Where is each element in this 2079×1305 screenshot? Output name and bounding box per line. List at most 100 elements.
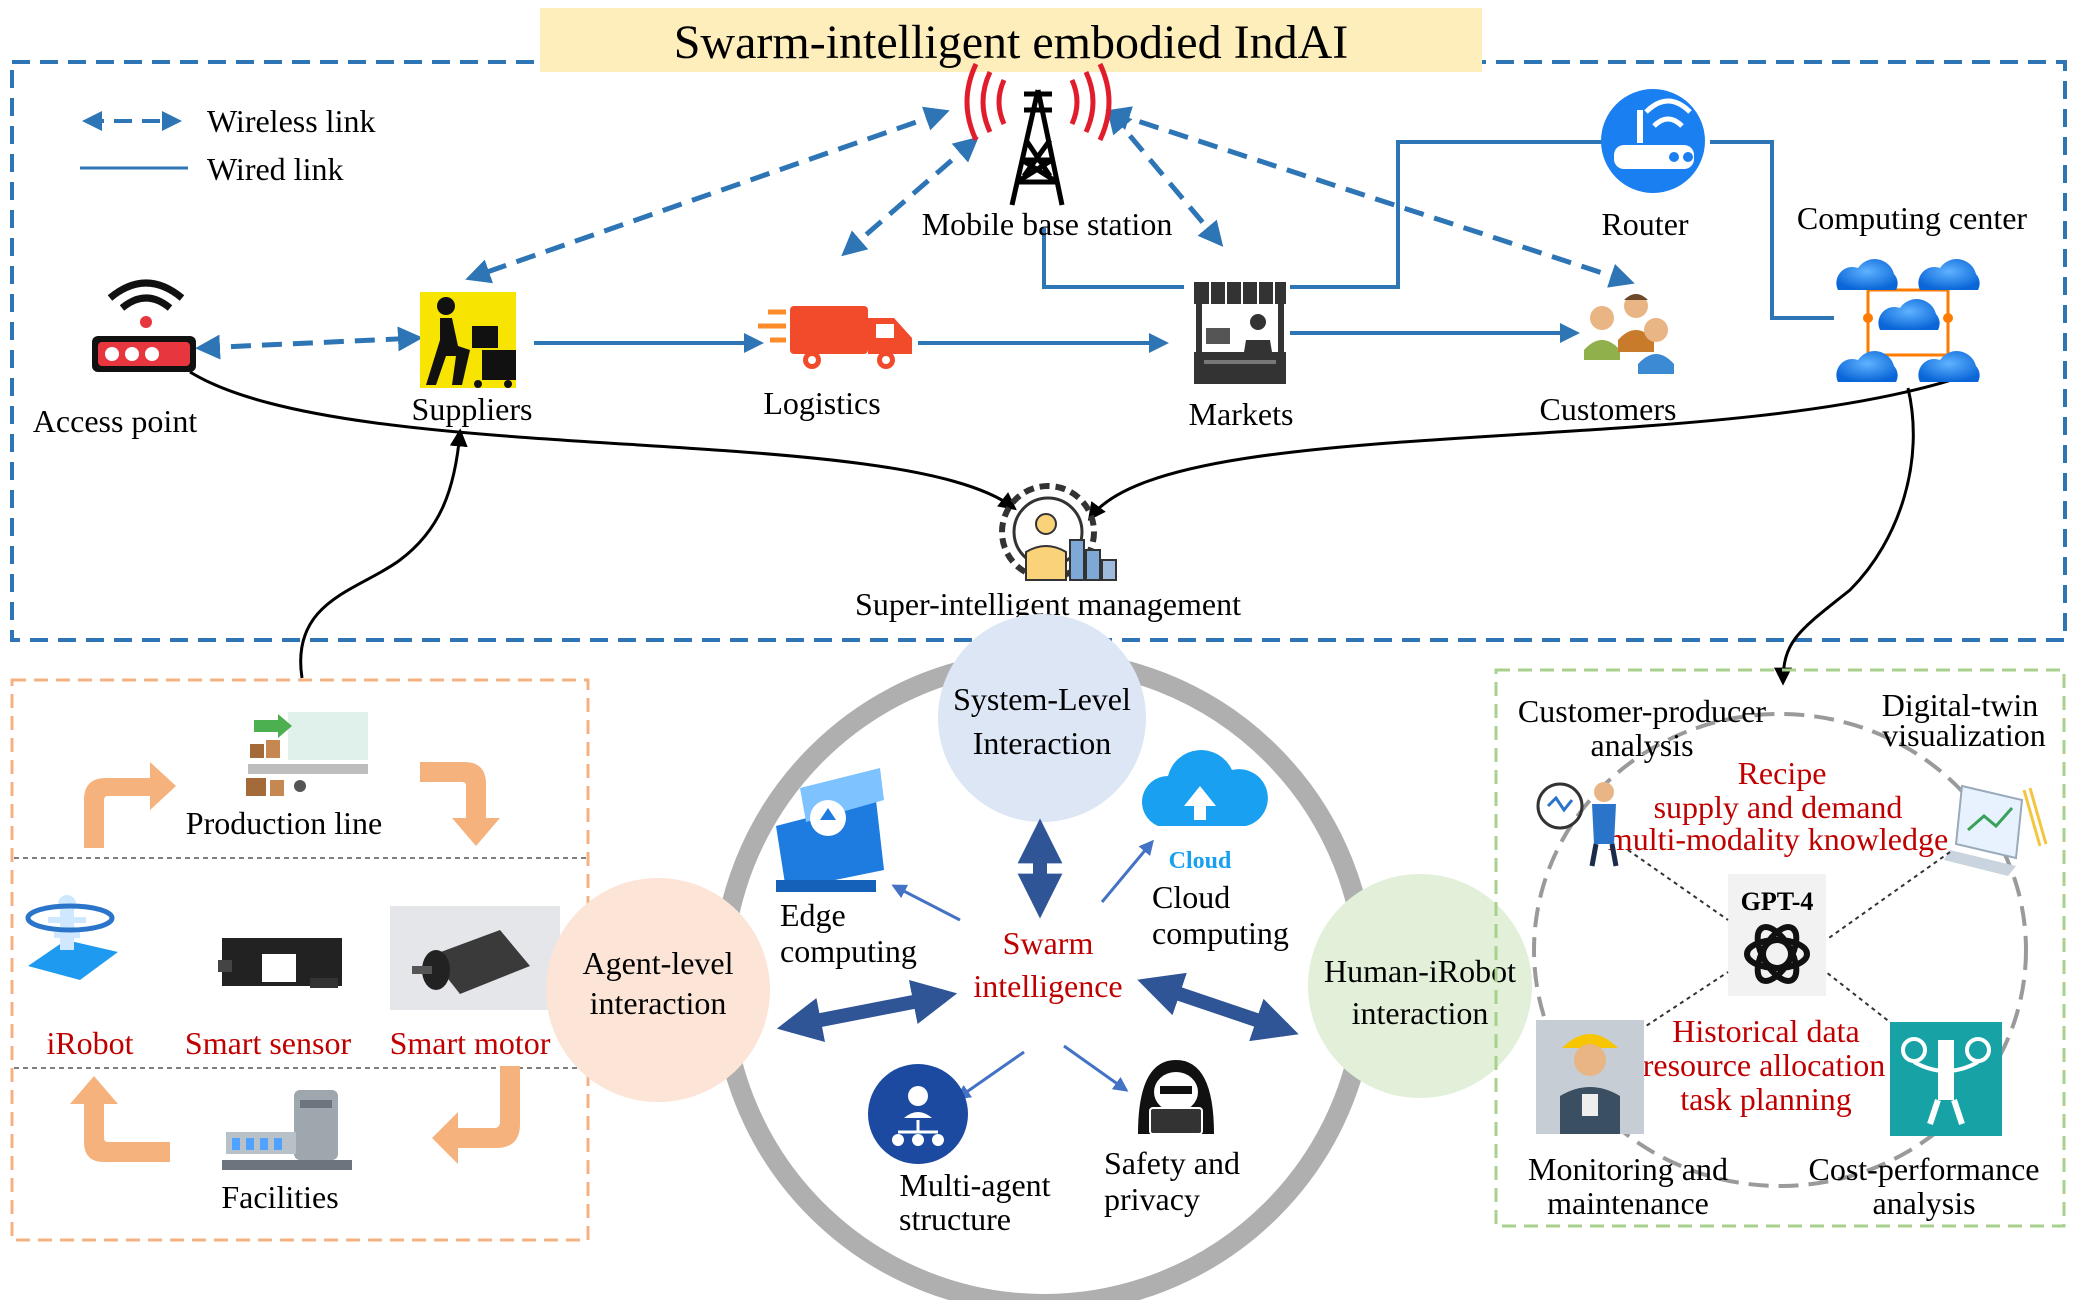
monitoring-icon (1536, 1020, 1644, 1134)
multi-agent-icon (868, 1064, 968, 1164)
swarm-label-1: Swarm (1003, 925, 1094, 961)
markets-label: Markets (1189, 396, 1294, 432)
arrow-to-safety (1063, 1044, 1129, 1092)
monitoring-label-2: maintenance (1547, 1185, 1709, 1221)
arrow-to-edge (891, 884, 961, 922)
curve-ap-management (189, 370, 1017, 511)
smart-motor-label: Smart motor (390, 1025, 551, 1061)
red-top-line-2: supply and demand (1654, 789, 1903, 825)
openai-logo-icon (1744, 924, 1810, 984)
cost-performance-icon (1890, 1022, 2002, 1136)
arrow-swarm-agent (776, 980, 958, 1042)
base-station-label: Mobile base station (922, 206, 1173, 242)
legend: Wireless link Wired link (80, 103, 375, 187)
computing-center-icon (1836, 259, 1980, 382)
digital-twin-label-2: visualization (1882, 717, 2046, 753)
monitoring-label-1: Monitoring and (1528, 1151, 1728, 1187)
customer-producer-icon (1536, 782, 1619, 867)
title-banner (540, 8, 1482, 72)
right-panel-frame (1494, 668, 2066, 1228)
router-icon (1601, 89, 1705, 193)
link-base-customers (1105, 106, 1635, 288)
multi-agent-label-2: structure (899, 1201, 1011, 1237)
facilities-label: Facilities (221, 1179, 338, 1215)
legend-wireless-label: Wireless link (207, 103, 375, 139)
cloud-label-2: computing (1152, 915, 1289, 951)
multi-agent-label-1: Multi-agent (899, 1167, 1050, 1203)
router-label: Router (1601, 206, 1688, 242)
digital-twin-label-1: Digital-twin (1882, 687, 2038, 723)
markets-icon (1194, 282, 1286, 384)
digital-twin-icon (1944, 784, 2048, 876)
link-ap-suppliers (195, 326, 423, 360)
arrow-to-multi-agent (955, 1050, 1025, 1100)
red-top-line-3: multi-modality knowledge (1608, 821, 1948, 857)
legend-wired-label: Wired link (207, 151, 343, 187)
edge-label-1: Edge (780, 897, 846, 933)
cloud-label-1: Cloud (1152, 879, 1230, 915)
red-top-line-1: Recipe (1738, 755, 1827, 791)
edge-computing-icon (776, 768, 884, 892)
red-bottom-line-1: Historical data (1672, 1013, 1859, 1049)
logistics-label: Logistics (763, 385, 880, 421)
link-router-computing (1710, 140, 1834, 320)
smart-motor-icon (390, 906, 560, 1010)
curve-production-suppliers (299, 428, 468, 679)
gpt4-box: GPT-4 (1728, 874, 1826, 996)
human-irobot-label-2: interaction (1352, 995, 1489, 1031)
arrow-to-cloud (1100, 839, 1154, 903)
link-markets-router (1290, 140, 1610, 289)
left-panel-cycle-arrows (70, 762, 520, 1164)
system-level-label-2: Interaction (973, 725, 1112, 761)
irobot-icon (25, 895, 118, 980)
smart-sensor-label: Smart sensor (185, 1025, 352, 1061)
suppliers-label: Suppliers (412, 391, 533, 427)
safety-label-2: privacy (1104, 1181, 1200, 1217)
system-level-label-1: System-Level (953, 681, 1131, 717)
cloud-computing-icon: Cloud (1142, 750, 1268, 874)
customer-producer-label-2: analysis (1590, 727, 1693, 763)
management-icon (999, 483, 1117, 581)
access-point-icon (92, 279, 196, 372)
edge-label-2: computing (780, 933, 917, 969)
agent-level-bubble (546, 878, 770, 1102)
right-panel-ring (1532, 712, 2028, 1188)
facilities-icon (222, 1090, 352, 1170)
access-point-label: Access point (33, 403, 198, 439)
agent-level-label-1: Agent-level (582, 945, 733, 981)
cycle-arrow-bottom-right (432, 1066, 520, 1164)
curve-computing-rightpanel (1774, 387, 1915, 686)
management-links (189, 370, 1959, 686)
curve-computing-management (1087, 376, 1959, 521)
suppliers-icon (420, 292, 516, 388)
computing-center-label: Computing center (1797, 200, 2028, 236)
center-thin-arrows (891, 839, 1154, 1100)
cloud-icon-word: Cloud (1169, 848, 1232, 874)
page-title: Swarm-intelligent embodied IndAI (674, 16, 1349, 69)
customers-icon (1584, 294, 1674, 374)
customers-label: Customers (1540, 391, 1677, 427)
agent-level-label-2: interaction (590, 985, 727, 1021)
safety-label-1: Safety and (1104, 1145, 1240, 1181)
link-base-suppliers (465, 106, 950, 284)
gpt4-label: GPT-4 (1741, 887, 1814, 916)
production-line-icon (246, 712, 368, 796)
cycle-arrow-bottom-left (70, 1076, 170, 1162)
arrow-swarm-human (1137, 972, 1299, 1042)
red-bottom-line-3: task planning (1680, 1081, 1852, 1117)
center-double-arrows (776, 818, 1299, 1042)
swarm-label-2: intelligence (973, 968, 1122, 1004)
link-base-logistics (841, 136, 979, 257)
human-irobot-bubble (1308, 874, 1532, 1098)
base-station-icon (964, 62, 1112, 206)
red-bottom-line-2: resource allocation (1643, 1047, 1886, 1083)
production-line-label: Production line (186, 805, 382, 841)
smart-sensor-icon (218, 938, 342, 988)
cost-label-2: analysis (1872, 1185, 1975, 1221)
safety-privacy-icon (1138, 1060, 1214, 1135)
system-level-bubble (938, 614, 1146, 822)
cycle-arrow-top-left (84, 762, 176, 848)
human-irobot-label-1: Human-iRobot (1324, 953, 1516, 989)
cycle-arrow-top-right (420, 762, 500, 846)
